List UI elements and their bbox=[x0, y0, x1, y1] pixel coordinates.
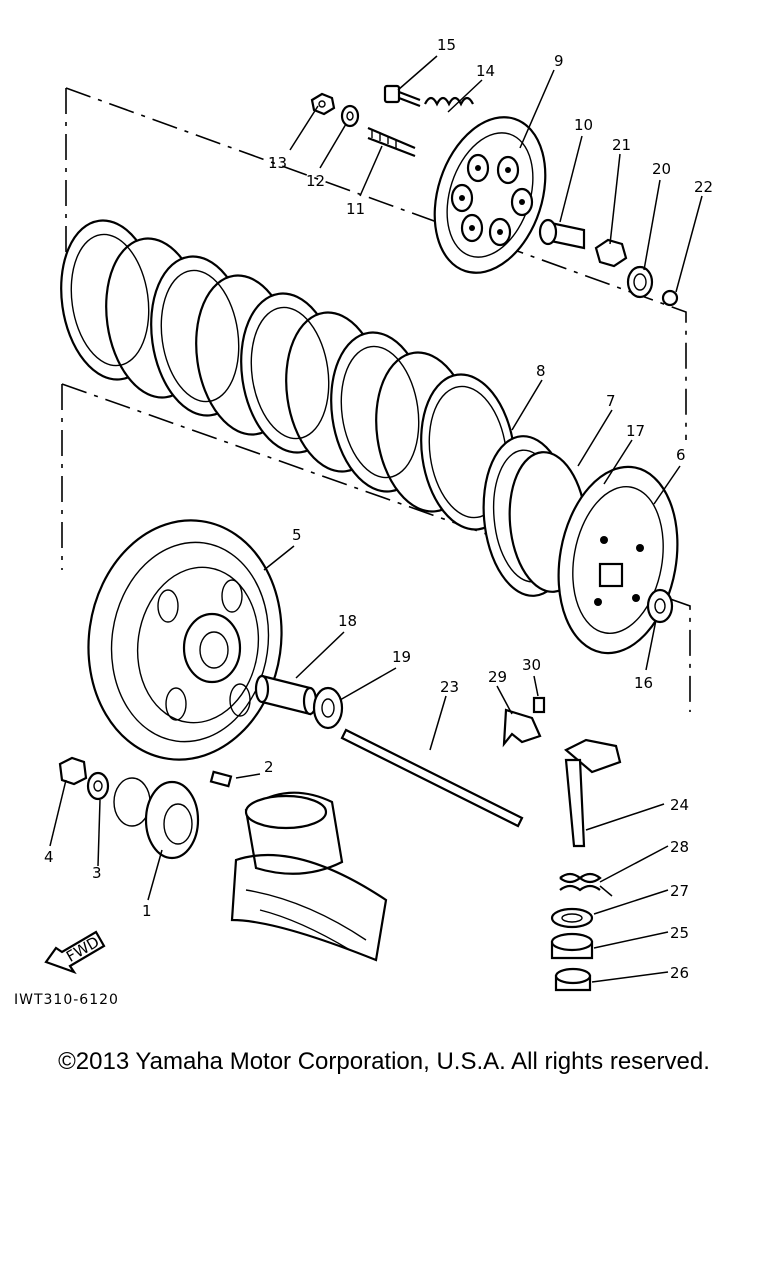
callout-27: 27 bbox=[670, 882, 689, 900]
leader-lines bbox=[49, 55, 703, 983]
callout-2: 2 bbox=[264, 758, 274, 776]
callout-23: 23 bbox=[440, 678, 459, 696]
callout-26: 26 bbox=[670, 964, 689, 982]
assembly-boundary-lines bbox=[61, 87, 691, 712]
callout-30: 30 bbox=[522, 656, 541, 674]
primary-drive-parts bbox=[58, 756, 233, 860]
callout-9: 9 bbox=[554, 52, 564, 70]
callout-3: 3 bbox=[92, 864, 102, 882]
callout-7: 7 bbox=[606, 392, 616, 410]
clutch-exploded-diagram: FWD 15 14 9 10 bbox=[14, 36, 713, 1008]
collar-and-washer bbox=[254, 674, 344, 730]
callout-6: 6 bbox=[676, 446, 686, 464]
callout-5: 5 bbox=[292, 526, 302, 544]
callout-29: 29 bbox=[488, 668, 507, 686]
callout-4: 4 bbox=[44, 848, 54, 866]
callout-15: 15 bbox=[437, 36, 456, 54]
figure-code: IWT310-6120 bbox=[14, 992, 119, 1008]
crankshaft bbox=[230, 791, 388, 962]
callout-13: 13 bbox=[268, 154, 287, 172]
callout-22: 22 bbox=[694, 178, 713, 196]
copyright-notice: ©2013 Yamaha Motor Corporation, U.S.A. A… bbox=[58, 1048, 710, 1075]
callout-17: 17 bbox=[626, 422, 645, 440]
callout-24: 24 bbox=[670, 796, 689, 814]
callout-12: 12 bbox=[306, 172, 325, 190]
callout-28: 28 bbox=[670, 838, 689, 856]
clutch-housing bbox=[87, 519, 283, 761]
callout-8: 8 bbox=[536, 362, 546, 380]
pressure-plate bbox=[433, 116, 547, 274]
clutch-lever-shaft bbox=[502, 696, 622, 992]
push-rod-parts bbox=[538, 218, 679, 307]
clutch-boss bbox=[557, 465, 679, 655]
fwd-arrow-icon: FWD bbox=[44, 930, 106, 975]
callout-11: 11 bbox=[346, 200, 365, 218]
callout-18: 18 bbox=[338, 612, 357, 630]
callout-19: 19 bbox=[392, 648, 411, 666]
callout-20: 20 bbox=[652, 160, 671, 178]
callout-21: 21 bbox=[612, 136, 631, 154]
callout-14: 14 bbox=[476, 62, 495, 80]
callout-labels: 15 14 9 10 21 20 22 13 12 11 8 7 17 6 16… bbox=[44, 36, 713, 982]
callout-25: 25 bbox=[670, 924, 689, 942]
long-push-rod bbox=[340, 728, 524, 828]
clutch-plate-stack bbox=[60, 219, 516, 531]
fasteners-top bbox=[310, 84, 474, 158]
callout-10: 10 bbox=[574, 116, 593, 134]
callout-1: 1 bbox=[142, 902, 152, 920]
callout-16: 16 bbox=[634, 674, 653, 692]
